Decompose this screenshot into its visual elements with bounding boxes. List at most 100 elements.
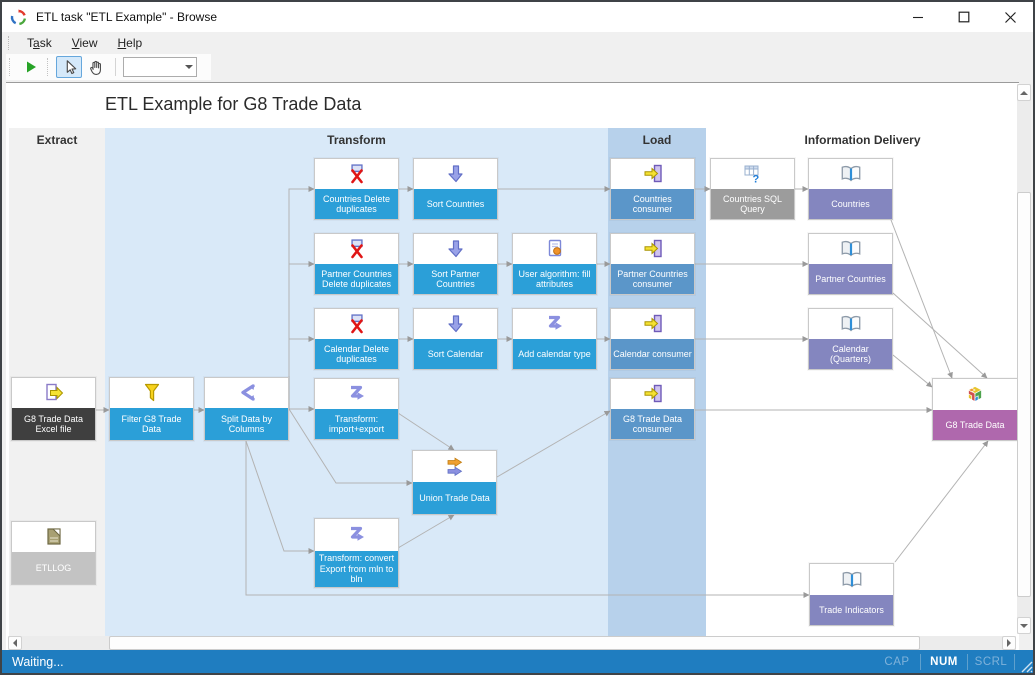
node-label: Calendar Delete duplicates (315, 339, 398, 369)
node-label: Filter G8 Trade Data (110, 408, 193, 440)
node-sort-partner[interactable]: Sort Partner Countries (413, 233, 498, 295)
node-label: Sort Countries (414, 189, 497, 219)
node-label: Calendar consumer (611, 339, 694, 369)
status-indicator-num: NUM (930, 655, 958, 668)
node-label: Countries SQL Query (711, 189, 794, 219)
node-countries-book[interactable]: Countries (808, 158, 893, 220)
node-g8-consumer[interactable]: G8 Trade Data consumer (610, 378, 695, 440)
node-partner-consumer[interactable]: Partner Countries consumer (610, 233, 695, 295)
node-etllog[interactable]: ETLLOG (11, 521, 96, 585)
node-label: User algorithm: fill attributes (513, 264, 596, 294)
node-label: Union Trade Data (413, 482, 496, 514)
dedupe-icon (315, 234, 398, 264)
cursor-icon (66, 60, 76, 75)
node-label: Partner Countries Delete duplicates (315, 264, 398, 294)
node-user-algorithm[interactable]: User algorithm: fill attributes (512, 233, 597, 295)
node-partner-book[interactable]: Partner Countries (808, 233, 893, 295)
triangle-up-icon (1020, 90, 1028, 95)
node-calendar-book[interactable]: Calendar (Quarters) (808, 308, 893, 370)
node-countries-sql[interactable]: ? Countries SQL Query (710, 158, 795, 220)
node-partner-dedupe[interactable]: Partner Countries Delete duplicates (314, 233, 399, 295)
dedupe-icon (315, 309, 398, 339)
node-convert-mln-bln[interactable]: Transform: convert Export from mln to bl… (314, 518, 399, 588)
node-countries-dedupe[interactable]: Countries Delete duplicates (314, 158, 399, 220)
node-union-trade-data[interactable]: Union Trade Data (412, 450, 497, 515)
toolbar-grip (9, 58, 13, 76)
node-label: Countries Delete duplicates (315, 189, 398, 219)
run-task-button[interactable] (18, 56, 44, 78)
node-sort-calendar[interactable]: Sort Calendar (413, 308, 498, 370)
node-label: Add calendar type (513, 339, 596, 369)
column-header-delivery: Information Delivery (804, 133, 921, 147)
menu-item-view[interactable]: View (71, 36, 98, 50)
statusbar-separator (967, 653, 968, 670)
scroll-down-button[interactable] (1017, 617, 1031, 634)
scroll-right-button[interactable] (1002, 636, 1016, 650)
node-split[interactable]: Split Data by Columns (204, 377, 289, 441)
horizontal-scroll-thumb[interactable] (109, 636, 920, 650)
dedupe-icon (315, 159, 398, 189)
menu-bar: Task View Help (2, 32, 1033, 54)
status-indicator-scrl: SCRL (974, 655, 1008, 668)
scroll-up-button[interactable] (1017, 84, 1031, 101)
node-calendar-dedupe[interactable]: Calendar Delete duplicates (314, 308, 399, 370)
split-icon (205, 378, 288, 408)
diagram-title: ETL Example for G8 Trade Data (105, 94, 362, 114)
node-label: Sort Calendar (414, 339, 497, 369)
maximize-button[interactable] (941, 2, 987, 32)
book-icon (809, 234, 892, 264)
user-algorithm-icon (513, 234, 596, 264)
node-countries-consumer[interactable]: Countries consumer (610, 158, 695, 220)
node-label: G8 Trade Data Excel file (12, 408, 95, 440)
scroll-left-button[interactable] (8, 636, 22, 650)
menu-grip (8, 36, 11, 50)
status-message: Waiting... (12, 654, 64, 669)
vertical-scrollbar[interactable] (1017, 84, 1031, 634)
zoom-combobox[interactable] (123, 57, 197, 77)
toolbar-panel (6, 54, 211, 80)
status-indicator-cap: CAP (884, 655, 910, 668)
import-icon (611, 159, 694, 189)
node-add-calendar-type[interactable]: Add calendar type (512, 308, 597, 370)
pan-tool-button[interactable] (82, 56, 108, 78)
import-icon (611, 309, 694, 339)
svg-text:?: ? (752, 174, 759, 186)
book-icon (809, 159, 892, 189)
node-import-export[interactable]: Transform: import+export (314, 378, 399, 440)
node-filter[interactable]: Filter G8 Trade Data (109, 377, 194, 441)
window-title: ETL task "ETL Example" - Browse (36, 10, 218, 24)
node-sort-countries[interactable]: Sort Countries (413, 158, 498, 220)
node-excel-file[interactable]: G8 Trade Data Excel file (11, 377, 96, 441)
import-icon (611, 379, 694, 409)
book-icon (810, 564, 893, 595)
sort-icon (414, 234, 497, 264)
node-label: Partner Countries consumer (611, 264, 694, 294)
node-trade-indicators[interactable]: Trade Indicators (809, 563, 894, 626)
title-bar: ETL task "ETL Example" - Browse (2, 2, 1033, 32)
combobox-dropdown-button[interactable] (181, 58, 196, 76)
resize-grip[interactable] (1015, 650, 1033, 673)
cube-icon (933, 379, 1017, 410)
node-calendar-consumer[interactable]: Calendar consumer (610, 308, 695, 370)
horizontal-scrollbar[interactable] (8, 636, 1016, 650)
node-label: Split Data by Columns (205, 408, 288, 440)
node-label: Transform: import+export (315, 409, 398, 439)
sort-icon (414, 159, 497, 189)
column-header-extract: Extract (36, 133, 78, 147)
chevron-down-icon (184, 65, 193, 69)
close-button[interactable] (987, 2, 1033, 32)
node-label: G8 Trade Data consumer (611, 409, 694, 439)
sort-icon (414, 309, 497, 339)
triangle-left-icon (13, 639, 17, 647)
menu-item-help[interactable]: Help (117, 36, 143, 50)
transform-icon (513, 309, 596, 339)
menu-item-task[interactable]: Task (27, 36, 52, 50)
union-icon (413, 451, 496, 482)
vertical-scroll-thumb[interactable] (1017, 192, 1031, 597)
select-tool-button[interactable] (56, 56, 82, 78)
node-label: Sort Partner Countries (414, 264, 497, 294)
triangle-right-icon (1007, 639, 1011, 647)
node-g8-cube[interactable]: G8 Trade Data (932, 378, 1018, 441)
minimize-button[interactable] (895, 2, 941, 32)
